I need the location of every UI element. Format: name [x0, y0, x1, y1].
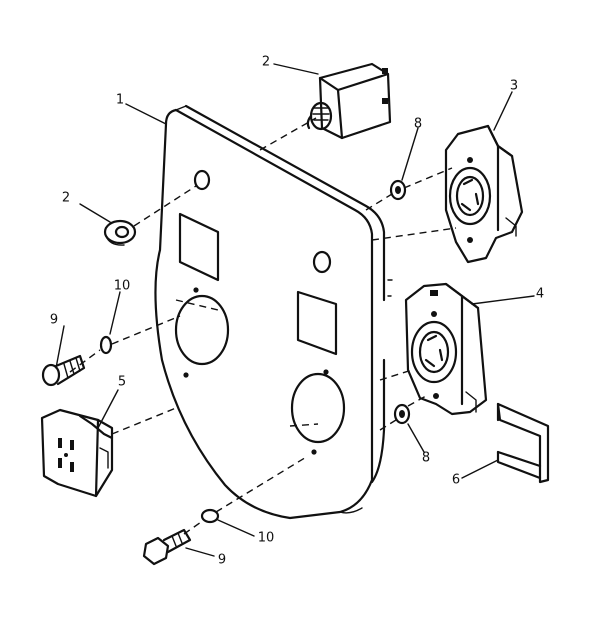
- callout-washer-top: 8: [413, 116, 423, 132]
- lockwasher-top: [99, 335, 113, 355]
- callout-switch: 2: [261, 54, 271, 70]
- callout-washer-bottom: 8: [421, 450, 431, 466]
- callout-outlet-twist-bottom: 4: [535, 286, 545, 302]
- callout-outlet-duplex: 5: [117, 374, 127, 390]
- callout-panel: 1: [115, 92, 125, 108]
- screw-bottom: [142, 528, 192, 566]
- toggle-switch: [306, 62, 392, 140]
- callout-cover-plate: 6: [451, 472, 461, 488]
- callout-switch-nut: 2: [61, 190, 71, 206]
- leader-lines: [55, 63, 535, 557]
- callout-lockwasher-bottom: 10: [257, 530, 275, 546]
- control-panel: [154, 104, 393, 520]
- lockwasher-bottom: [200, 508, 220, 524]
- washer-bottom: [393, 403, 411, 425]
- callout-screw-bottom: 9: [217, 552, 227, 568]
- switch-nut: [103, 219, 137, 246]
- callout-screw-top: 9: [49, 312, 59, 328]
- callout-lockwasher-top: 10: [113, 278, 131, 294]
- callout-outlet-twist-top: 3: [509, 78, 519, 94]
- duplex-receptacle: [40, 408, 114, 498]
- cover-plate: [496, 402, 550, 484]
- twist-lock-receptacle-top: [444, 124, 524, 264]
- washer-top: [389, 179, 407, 201]
- assembly-lines: [69, 117, 457, 535]
- screw-top: [41, 354, 86, 387]
- twist-lock-receptacle-bottom: [404, 282, 488, 416]
